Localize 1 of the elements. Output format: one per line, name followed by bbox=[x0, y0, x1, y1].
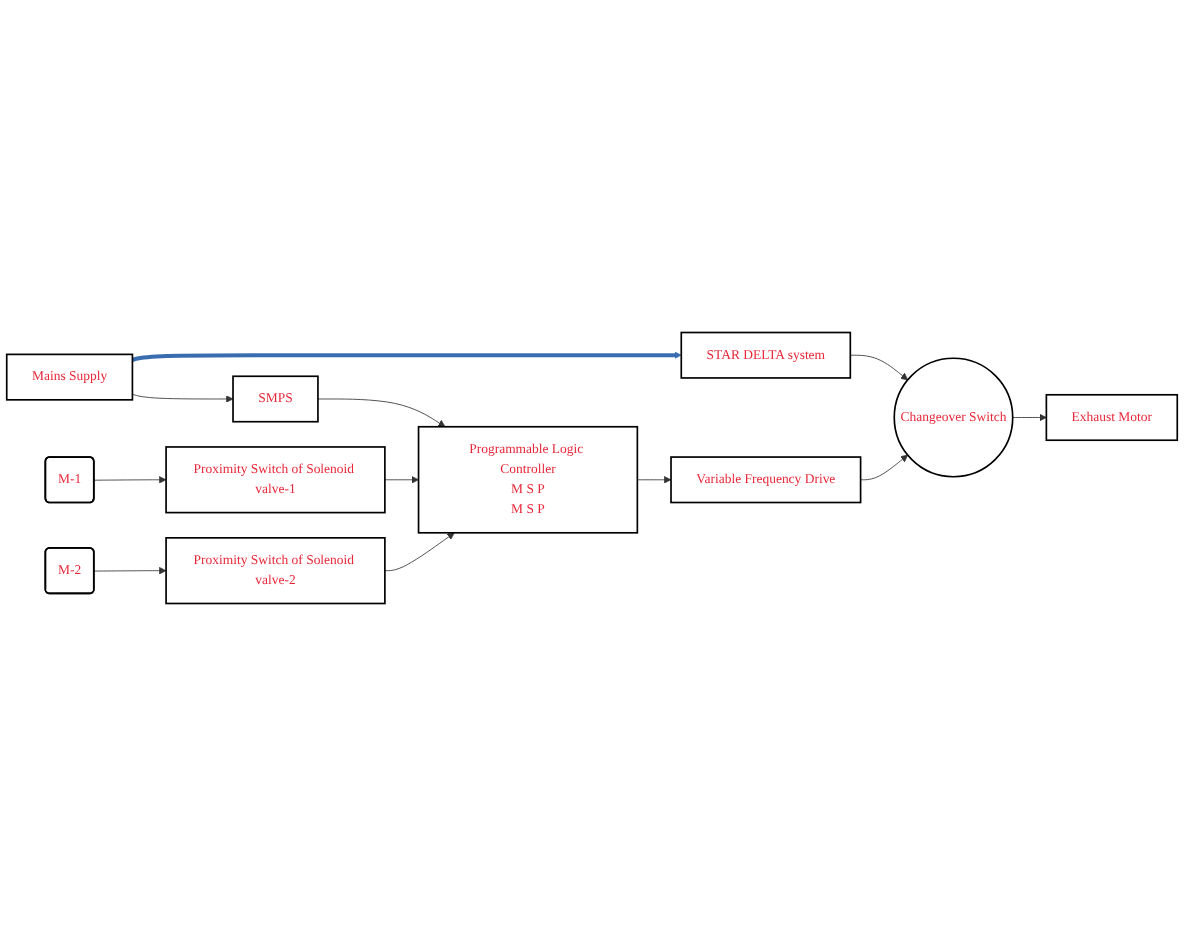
arrow bbox=[131, 351, 682, 362]
